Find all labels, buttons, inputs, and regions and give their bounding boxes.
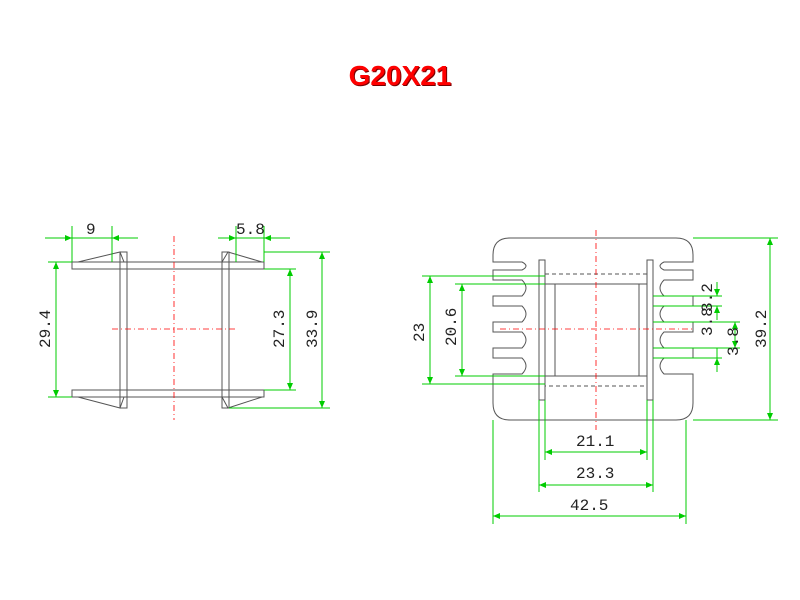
dim-total-width: 42.5	[570, 497, 608, 515]
dim-height-inner: 29.4	[37, 310, 55, 348]
front-view-labels: 23 20.6 3.2 3.8 3.8 39.2 21.1 23.3 42.5	[411, 283, 771, 515]
dim-inner-left: 20.6	[443, 308, 461, 346]
right-post	[221, 251, 230, 409]
side-view-dimensions	[45, 226, 330, 409]
core-window	[554, 283, 640, 377]
outer-body	[492, 237, 694, 421]
side-view-labels: 9 5.8 29.4 27.3 33.9	[37, 221, 322, 348]
top-flange	[71, 261, 265, 270]
front-left-post	[538, 259, 546, 401]
dim-core-width: 21.1	[576, 433, 614, 451]
dim-total-height: 33.9	[304, 310, 322, 348]
dim-slot-gap: 3.8	[725, 327, 743, 356]
bottom-flange	[71, 389, 265, 398]
dim-slot-pitch: 3.2	[699, 283, 717, 312]
front-view-dimensions	[422, 237, 778, 524]
dim-winding-height: 27.3	[271, 310, 289, 348]
dim-slot-width: 3.8	[699, 307, 717, 336]
front-right-post	[646, 259, 654, 401]
dim-flange-right: 5.8	[236, 221, 265, 239]
front-view	[492, 230, 694, 430]
left-post	[119, 251, 128, 409]
dim-total-height-front: 39.2	[753, 310, 771, 348]
side-view	[71, 236, 265, 420]
dim-outer-left: 23	[411, 323, 429, 342]
drawing-title: G20X21	[348, 60, 452, 91]
dim-flange-width: 9	[86, 221, 96, 239]
dim-inner-width: 23.3	[576, 465, 614, 483]
